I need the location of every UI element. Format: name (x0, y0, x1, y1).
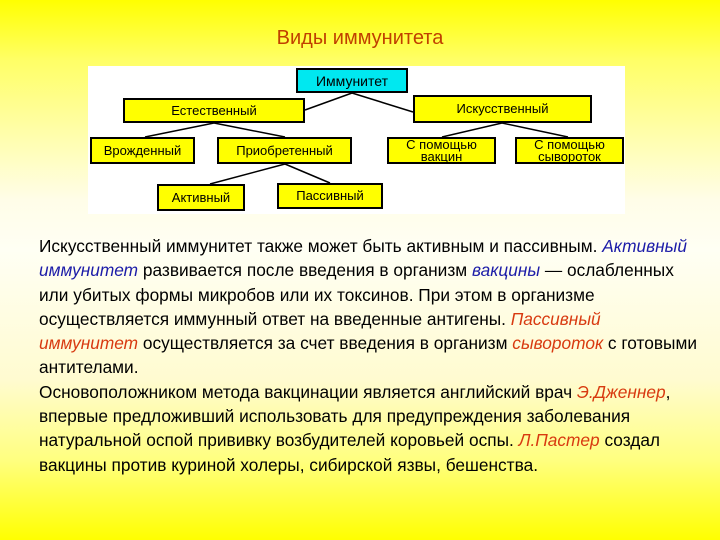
node-serums-line1: С помощью (534, 136, 605, 152)
node-acquired: Приобретенный (217, 137, 352, 164)
name-pasteur: Л.Пастер (518, 430, 600, 451)
node-active: Активный (157, 184, 245, 211)
paragraph-artificial-immunity: Искусственный иммунитет также может быть… (39, 234, 699, 380)
term-serums: сывороток (512, 333, 604, 354)
name-jenner: Э.Дженнер (576, 381, 666, 402)
node-acquired-label: Приобретенный (236, 142, 333, 158)
term-vaccine: вакцины (471, 260, 541, 281)
node-innate: Врожденный (90, 137, 195, 164)
node-serums-line2: сывороток (538, 148, 601, 164)
text-run: создал вакцины против куриной холеры, си… (39, 430, 661, 475)
node-immunity-label: Иммунитет (315, 72, 388, 89)
node-artificial-label: Искусственный (456, 101, 549, 116)
node-immunity: Иммунитет (296, 68, 408, 93)
body-text: Искусственный иммунитет также может быть… (39, 234, 699, 477)
node-artificial: Искусственный (413, 95, 592, 123)
text-run: Основоположником метода вакцинации являе… (39, 381, 577, 402)
text-run: осуществляется за счет введения в органи… (138, 333, 513, 354)
node-natural: Естественный (123, 98, 305, 123)
text-run: — ослабленных или убитых формы микробов … (39, 260, 674, 329)
paragraph-vaccination-history: Основоположником метода вакцинации являе… (39, 380, 699, 477)
text-run: , впервые предложивший использовать для … (39, 381, 671, 451)
slide-title: Виды иммунитета (276, 27, 444, 49)
node-serums: С помощью сывороток (515, 137, 624, 164)
term-passive-immunity: Пассивный иммунитет (39, 308, 601, 354)
text-run: развивается после введения в организм (138, 260, 472, 281)
node-passive-label: Пассивный (296, 188, 364, 203)
node-active-label: Активный (171, 189, 231, 205)
term-active-immunity: Активный иммунитет (39, 236, 687, 281)
node-natural-label: Естественный (171, 102, 257, 118)
text-run: с готовыми антителами. (39, 333, 697, 378)
text-run: Искусственный иммунитет также может быть… (39, 236, 603, 256)
node-vaccines-line2: вакцин (420, 148, 463, 164)
node-vaccines-line1: С помощью (406, 136, 477, 152)
node-vaccines: С помощью вакцин (387, 137, 496, 164)
node-passive: Пассивный (277, 183, 383, 209)
node-innate-label: Врожденный (103, 142, 182, 158)
